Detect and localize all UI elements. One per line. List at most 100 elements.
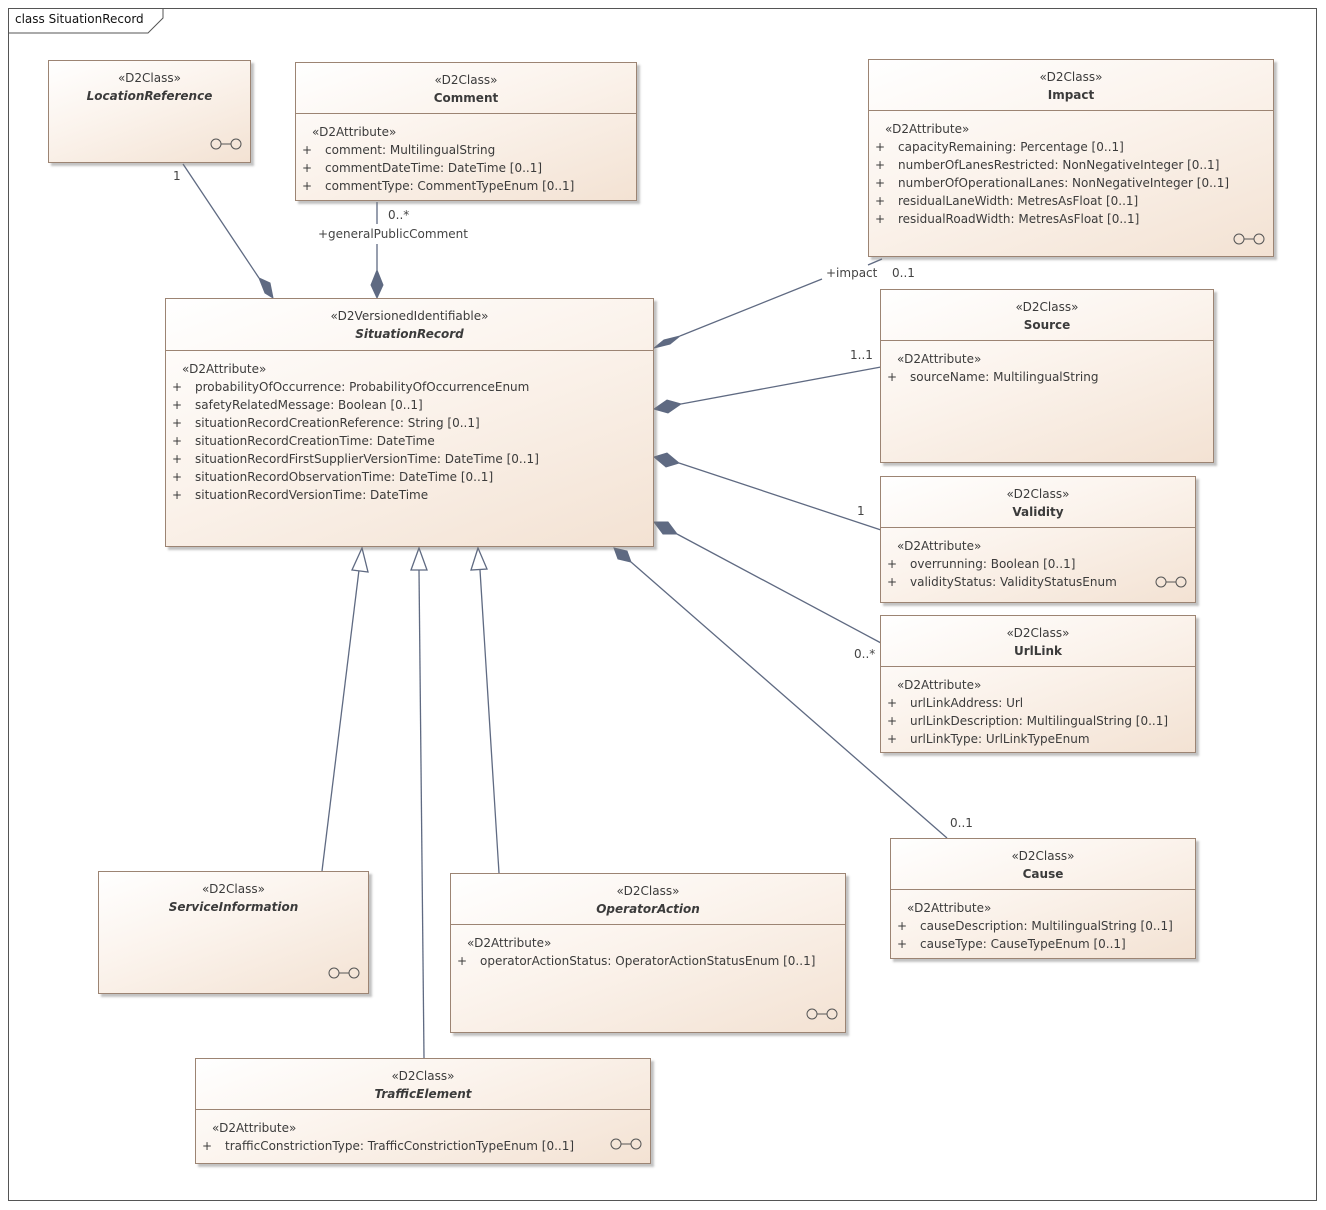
generalization-arrow-service (351, 546, 369, 573)
attribute-row: +urlLinkType: UrlLinkTypeEnum (887, 732, 1090, 746)
class-comment[interactable]: «D2Class» Comment «D2Attribute» +comment… (295, 62, 637, 201)
generalization-arrow-operator (470, 546, 488, 571)
attribute-row: +sourceName: MultilingualString (887, 370, 1099, 384)
attribute-stereotype: «D2Attribute» (212, 1121, 297, 1135)
class-cause[interactable]: «D2Class» Cause «D2Attribute» +causeDesc… (890, 838, 1196, 959)
attribute-stereotype: «D2Attribute» (467, 936, 552, 950)
class-name: OperatorAction (596, 902, 700, 916)
linked-element-icon (1155, 576, 1187, 588)
connector-url-link[interactable] (676, 533, 882, 644)
attribute-row: +comment: MultilingualString (302, 143, 496, 157)
stereotype-label: «D2Class» (118, 71, 181, 85)
validity-multiplicity: 1 (857, 504, 865, 518)
class-name: Source (1023, 318, 1071, 332)
stereotype-label: «D2Class» (391, 1069, 455, 1083)
diagram-frame (8, 8, 1317, 1201)
class-name: Comment (433, 91, 499, 105)
class-situation-record[interactable]: «D2VersionedIdentifiable» SituationRecor… (165, 298, 654, 547)
attribute-row: +commentDateTime: DateTime [0..1] (302, 161, 543, 175)
linked-element-icon (610, 1138, 642, 1150)
attribute-row: +situationRecordObservationTime: DateTim… (172, 470, 494, 484)
attribute-row: +situationRecordCreationReference: Strin… (172, 416, 480, 430)
attribute-stereotype: «D2Attribute» (312, 125, 397, 139)
linked-element-icon (1233, 233, 1265, 245)
composition-diamond-url-link (653, 521, 678, 535)
linked-element-icon (210, 138, 242, 150)
impact-role: +impact (826, 266, 878, 280)
composition-diamond-source (652, 399, 683, 414)
connector-validity[interactable] (678, 462, 882, 531)
attribute-row: +situationRecordCreationTime: DateTime (172, 434, 435, 448)
generalization-traffic-element[interactable] (418, 569, 425, 1059)
attribute-row: +probabilityOfOccurrence: ProbabilityOfO… (172, 380, 530, 394)
generalization-service-information[interactable] (321, 569, 360, 872)
connector-source[interactable] (680, 366, 882, 405)
generalization-arrow-traffic (410, 546, 428, 571)
attribute-row: +overrunning: Boolean [0..1] (887, 557, 1076, 571)
linked-element-icon (806, 1008, 838, 1020)
class-validity[interactable]: «D2Class» Validity «D2Attribute» +overru… (880, 476, 1196, 603)
class-name: TrafficElement (374, 1087, 472, 1101)
attribute-row: +urlLinkAddress: Url (887, 696, 1024, 710)
attribute-row: +residualLaneWidth: MetresAsFloat [0..1] (875, 194, 1139, 208)
class-url-link[interactable]: «D2Class» UrlLink «D2Attribute» +urlLink… (880, 615, 1196, 753)
attribute-stereotype: «D2Attribute» (897, 678, 982, 692)
composition-diamond-location (258, 277, 274, 300)
diagram-title: class SituationRecord (15, 12, 144, 26)
attribute-row: +capacityRemaining: Percentage [0..1] (875, 140, 1124, 154)
comment-multiplicity: 0..* (388, 208, 410, 222)
stereotype-label: «D2Class» (434, 73, 498, 87)
location-multiplicity: 1 (173, 169, 181, 183)
impact-multiplicity: 0..1 (892, 266, 915, 280)
stereotype-label: «D2Class» (1039, 70, 1103, 84)
class-service-information[interactable]: «D2Class» ServiceInformation (98, 871, 369, 994)
stereotype-label: «D2Class» (1006, 487, 1070, 501)
composition-diamond-comment (370, 268, 384, 300)
attribute-row: +urlLinkDescription: MultilingualString … (887, 714, 1169, 728)
attribute-stereotype: «D2Attribute» (897, 539, 982, 553)
attribute-row: +situationRecordVersionTime: DateTime (172, 488, 429, 502)
class-name: Validity (1012, 505, 1064, 519)
attribute-row: +causeDescription: MultilingualString [0… (897, 919, 1173, 933)
generalization-operator-action[interactable] (479, 569, 500, 874)
class-traffic-element[interactable]: «D2Class» TrafficElement «D2Attribute» +… (195, 1058, 651, 1164)
attribute-row: +safetyRelatedMessage: Boolean [0..1] (172, 398, 423, 412)
class-name: LocationReference (86, 89, 213, 103)
stereotype-label: «D2VersionedIdentifiable» (330, 309, 489, 323)
linked-element-icon (328, 967, 360, 979)
attribute-row: +numberOfLanesRestricted: NonNegativeInt… (875, 158, 1220, 172)
attribute-stereotype: «D2Attribute» (885, 122, 970, 136)
comment-role: +generalPublicComment (318, 227, 468, 241)
stereotype-label: «D2Class» (1006, 626, 1070, 640)
attribute-row: +operatorActionStatus: OperatorActionSta… (457, 954, 816, 968)
connector-impact-upper[interactable] (867, 258, 883, 266)
class-impact[interactable]: «D2Class» Impact «D2Attribute» +capacity… (868, 59, 1274, 257)
class-name: Cause (1022, 867, 1064, 881)
class-location-reference[interactable]: «D2Class» LocationReference (48, 60, 251, 163)
attribute-row: +residualRoadWidth: MetresAsFloat [0..1] (875, 212, 1140, 226)
connector-cause[interactable] (630, 561, 948, 839)
attribute-row: +numberOfOperationalLanes: NonNegativeIn… (875, 176, 1230, 190)
composition-diamond-cause (613, 547, 632, 563)
class-name: SituationRecord (355, 327, 464, 341)
attribute-row: +commentType: CommentTypeEnum [0..1] (302, 179, 575, 193)
class-name: Impact (1047, 88, 1095, 102)
connector-location-reference[interactable] (182, 163, 260, 279)
class-source[interactable]: «D2Class» Source «D2Attribute» +sourceNa… (880, 289, 1214, 463)
attribute-row: +validityStatus: ValidityStatusEnum (887, 575, 1117, 589)
stereotype-label: «D2Class» (1015, 300, 1079, 314)
class-name: ServiceInformation (168, 900, 299, 914)
stereotype-label: «D2Class» (1011, 849, 1075, 863)
cause-multiplicity: 0..1 (950, 816, 973, 830)
attribute-row: +situationRecordFirstSupplierVersionTime… (172, 452, 539, 466)
attribute-row: +trafficConstrictionType: TrafficConstri… (202, 1139, 575, 1153)
stereotype-label: «D2Class» (616, 884, 680, 898)
attribute-row: +causeType: CauseTypeEnum [0..1] (897, 937, 1126, 951)
connector-impact[interactable] (679, 278, 823, 337)
class-name: UrlLink (1013, 644, 1063, 658)
attribute-stereotype: «D2Attribute» (907, 901, 992, 915)
attribute-stereotype: «D2Attribute» (182, 362, 267, 376)
class-operator-action[interactable]: «D2Class» OperatorAction «D2Attribute» +… (450, 873, 846, 1033)
source-multiplicity: 1..1 (850, 348, 873, 362)
composition-diamond-impact (653, 335, 681, 349)
